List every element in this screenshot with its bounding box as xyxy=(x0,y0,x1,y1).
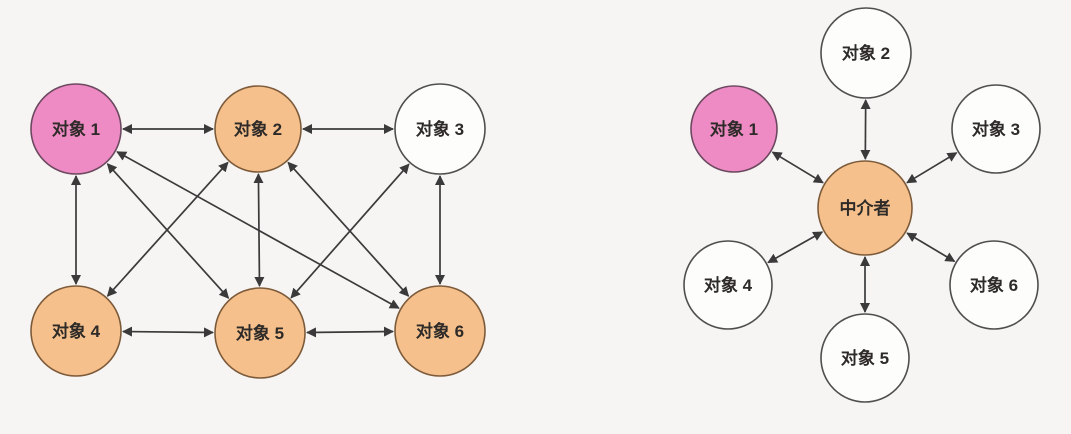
mediator-node-6-label: 对象 6 xyxy=(970,275,1018,295)
mediator-node-3-circle xyxy=(951,84,1041,174)
mediator-node-5-circle xyxy=(820,313,910,403)
mesh-edge-3-5 xyxy=(290,163,410,299)
mediator-node-2-label: 对象 2 xyxy=(842,43,890,63)
mesh-edge-5-6 xyxy=(306,326,394,338)
mediator-edge-M-3 xyxy=(906,152,958,184)
mesh-node-6-label: 对象 6 xyxy=(416,321,464,341)
mesh-node-5-circle xyxy=(214,287,306,379)
mediator-edge-M-4 xyxy=(767,231,824,264)
mesh-edge-2-4 xyxy=(106,161,229,297)
mediator-node-1-circle xyxy=(690,85,778,173)
mediator-node-4-circle xyxy=(683,240,773,330)
mediator-node-5-label: 对象 5 xyxy=(841,348,889,368)
mesh-node-2-label: 对象 2 xyxy=(234,119,282,139)
object-mesh-diagram: 对象 1 对象 2 对象 3 对象 4 对象 5 对象 6 xyxy=(30,83,486,379)
mesh-edge-4-5 xyxy=(122,326,214,338)
mediator-node-M-circle xyxy=(817,160,913,256)
mediator-node-1-label: 对象 1 xyxy=(710,119,758,139)
mesh-node-6-circle xyxy=(394,285,486,377)
mesh-node-4-circle xyxy=(30,285,122,377)
mesh-node-3-label: 对象 3 xyxy=(416,119,464,139)
mediator-node-4-label: 对象 4 xyxy=(704,275,753,295)
mesh-node-2-circle xyxy=(214,85,302,173)
mediator-node-2-circle xyxy=(820,7,912,99)
mesh-edge-2-6 xyxy=(287,161,410,297)
mesh-edge-1-5 xyxy=(106,163,230,299)
mediator-node-6-circle xyxy=(949,240,1039,330)
mediator-star-diagram: 中介者 对象 1 对象 2 对象 3 对象 4 对象 5 对象 6 xyxy=(683,7,1041,403)
mesh-node-1-label: 对象 1 xyxy=(52,119,100,139)
mediator-node-3-label: 对象 3 xyxy=(972,119,1020,139)
mediator-edge-M-6 xyxy=(906,232,956,263)
mesh-node-1-circle xyxy=(30,83,122,175)
mediator-edge-M-1 xyxy=(771,151,824,184)
mesh-node-3-circle xyxy=(394,83,486,175)
mesh-node-4-label: 对象 4 xyxy=(52,321,101,341)
mesh-node-5-label: 对象 5 xyxy=(236,323,284,343)
mediator-node-M-label: 中介者 xyxy=(840,198,891,218)
